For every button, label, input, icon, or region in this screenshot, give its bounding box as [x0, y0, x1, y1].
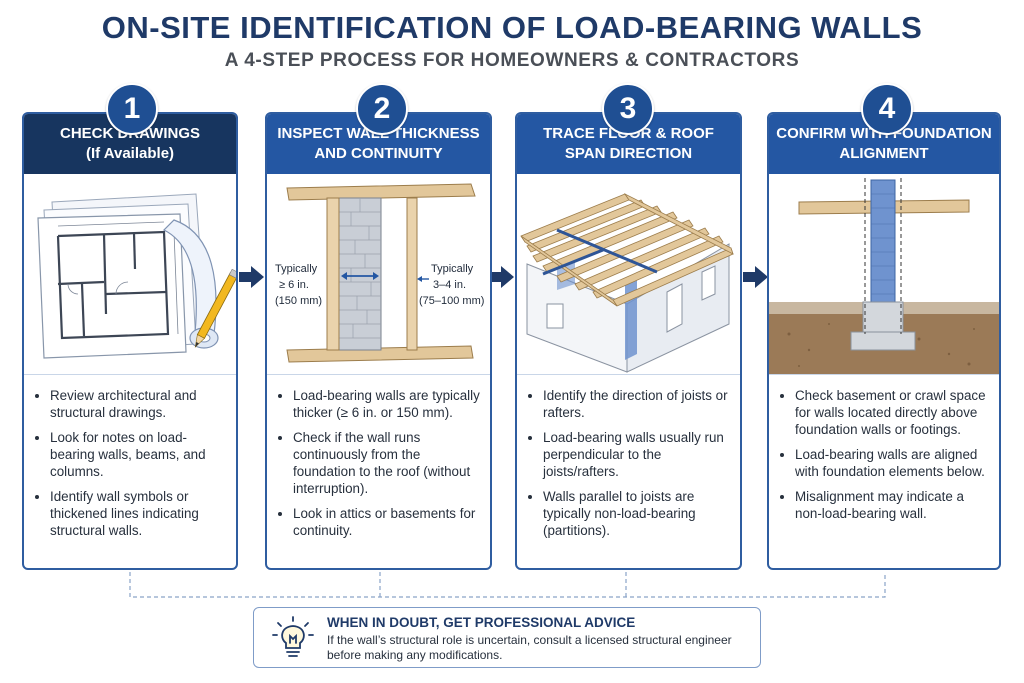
list-item: Look in attics or basements for continui… — [293, 505, 480, 539]
list-item: Load-bearing walls usually run perpendic… — [543, 429, 730, 480]
thin-wall-label-1: Typically — [431, 263, 474, 275]
thick-wall-label-2: ≥ 6 in. — [279, 279, 309, 291]
list-item: Identify the direction of joists or raft… — [543, 387, 730, 421]
list-item: Load-bearing walls are aligned with foun… — [795, 446, 989, 480]
list-item: Review architectural and structural draw… — [50, 387, 226, 421]
page-subtitle: A 4-STEP PROCESS FOR HOMEOWNERS & CONTRA… — [224, 50, 800, 71]
step-1-number: 1 — [106, 83, 158, 135]
step-2-number: 2 — [356, 83, 408, 135]
step-4-heading-line2: ALIGNMENT — [839, 145, 929, 162]
step-card-4: CONFIRM WITH FOUNDATION ALIGNMENT — [767, 112, 1001, 570]
step-3-bullets: Identify the direction of joists or raft… — [517, 375, 740, 539]
arrow-right-icon — [743, 266, 768, 288]
step-2-heading: INSPECT WALL THICKNESS AND CONTINUITY — [267, 114, 490, 174]
step-2-bullets: Load-bearing walls are typically thicker… — [267, 375, 490, 539]
step-card-2: INSPECT WALL THICKNESS AND CONTINUITY — [265, 112, 492, 570]
span-direction-illustration — [517, 174, 740, 375]
step-3-number: 3 — [602, 83, 654, 135]
advice-text: If the wall’s structural role is uncerta… — [327, 633, 732, 662]
list-item: Misalignment may indicate a non-load-bea… — [795, 488, 989, 522]
list-item: Check basement or crawl space for walls … — [795, 387, 989, 438]
thin-wall-label-3: (75–100 mm) — [419, 295, 484, 307]
drawings-illustration — [24, 174, 236, 375]
thick-wall-label-3: (150 mm) — [275, 295, 322, 307]
foundation-alignment-illustration — [769, 174, 999, 375]
step-2-heading-line2: AND CONTINUITY — [314, 145, 443, 162]
step-4-bullets: Check basement or crawl space for walls … — [769, 375, 999, 522]
list-item: Identify wall symbols or thickened lines… — [50, 488, 226, 539]
wall-thickness-illustration: Typically ≥ 6 in. (150 mm) Typically 3–4… — [267, 174, 490, 375]
list-item: Look for notes on load-bearing walls, be… — [50, 429, 226, 480]
step-1-heading-line2: (If Available) — [85, 145, 175, 162]
step-4-number: 4 — [861, 83, 913, 135]
step-card-1: CHECK DRAWINGS (If Available) — [22, 112, 238, 570]
step-3-heading-line2: SPAN DIRECTION — [564, 145, 693, 162]
list-item: Load-bearing walls are typically thicker… — [293, 387, 480, 421]
advice-title: WHEN IN DOUBT, GET PROFESSIONAL ADVICE — [327, 615, 636, 630]
lightbulb-icon — [272, 616, 314, 657]
step-card-3: TRACE FLOOR & ROOF SPAN DIRECTION — [515, 112, 742, 570]
thick-wall-label-1: Typically — [275, 263, 318, 275]
list-item: Check if the wall runs continuously from… — [293, 429, 480, 497]
list-item: Walls parallel to joists are typically n… — [543, 488, 730, 539]
page-title: ON-SITE IDENTIFICATION OF LOAD-BEARING W… — [101, 10, 923, 45]
professional-advice-box: WHEN IN DOUBT, GET PROFESSIONAL ADVICE I… — [253, 607, 761, 668]
arrow-right-icon — [239, 266, 264, 288]
arrow-right-icon — [489, 266, 514, 288]
step-1-bullets: Review architectural and structural draw… — [24, 375, 236, 539]
thin-wall-label-2: 3–4 in. — [433, 279, 466, 291]
